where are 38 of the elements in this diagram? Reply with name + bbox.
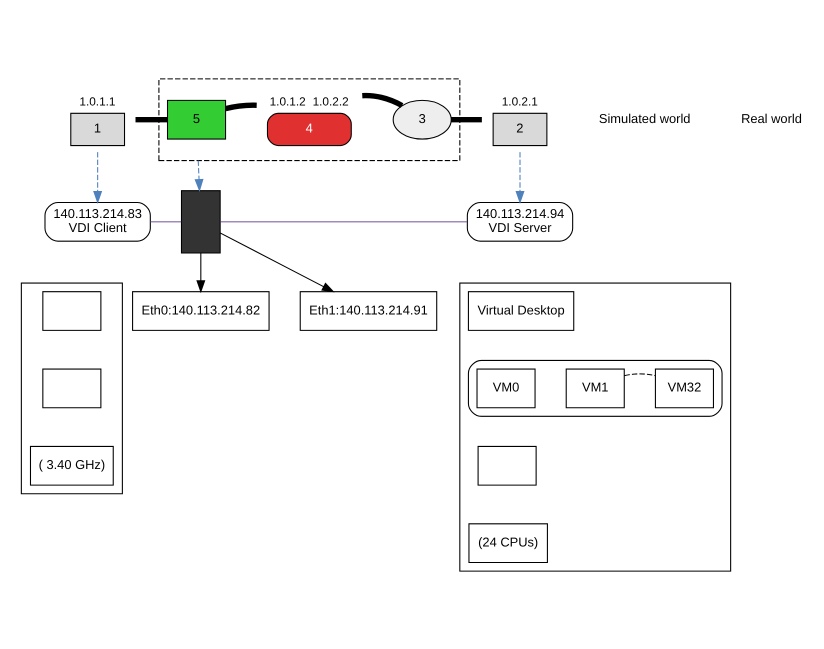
node-label: 1.0.2.2: [312, 94, 349, 108]
node-box: 5: [166, 99, 226, 140]
connector: [136, 116, 168, 122]
arrow: [194, 160, 204, 192]
label: Simulated world: [598, 110, 690, 126]
connector: [225, 102, 257, 111]
node-box: VM32: [654, 368, 714, 408]
node-box: VM1: [566, 368, 625, 408]
arrow: [515, 152, 525, 204]
node-box: Virtual Desktop: [468, 290, 574, 330]
cluster: [468, 359, 723, 416]
cluster: [459, 282, 732, 572]
arrow: [196, 252, 206, 293]
connector: [451, 116, 482, 122]
node-box: VM0: [476, 368, 536, 408]
connector: [362, 92, 404, 108]
node-box: [180, 190, 221, 254]
label: Real world: [741, 110, 802, 126]
connector: [220, 220, 468, 222]
arrow: [220, 232, 335, 292]
arrow: [93, 152, 102, 204]
node-ellipse: 3: [392, 99, 452, 140]
connector: [624, 372, 656, 376]
node-box: Eth1:140.113.214.91: [300, 290, 438, 330]
node-box: 140.113.214.94 VDI Server: [466, 201, 574, 242]
node-box: [42, 290, 102, 330]
node-box: [42, 368, 102, 408]
node-box: 140.113.214.83 VDI Client: [44, 201, 151, 242]
node-box: (24 CPUs): [468, 522, 548, 563]
node-label: 1.0.1.1: [79, 94, 116, 108]
node-label: 1.0.1.2: [270, 94, 306, 108]
cluster: [20, 282, 123, 494]
node-box: Eth0:140.113.214.82: [132, 290, 270, 330]
node-label: 1.0.2.1: [502, 94, 538, 108]
cluster: [158, 78, 460, 161]
node-box: [478, 445, 537, 486]
node-box: ( 3.40 GHz): [30, 445, 114, 486]
connector: [150, 220, 182, 222]
